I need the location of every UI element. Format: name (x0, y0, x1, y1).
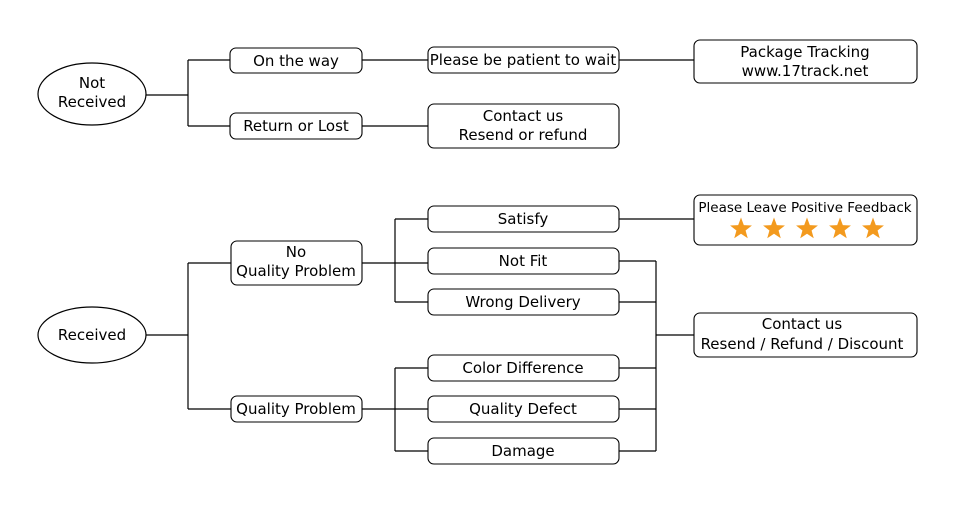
package-tracking-line1: Package Tracking (740, 43, 869, 61)
positive-feedback-node: Please Leave Positive Feedback (693, 194, 918, 246)
contact-resend-refund-node: Contact us Resend or refund (427, 103, 620, 149)
not-received-node: Not Received (37, 62, 147, 126)
patient-label: Please be patient to wait (430, 51, 617, 69)
satisfy-node: Satisfy (427, 205, 620, 233)
contact-line2: Resend or refund (459, 126, 588, 144)
not-fit-node: Not Fit (427, 247, 620, 275)
quality-problem-node: Quality Problem (230, 395, 363, 423)
contact-discount-line1: Contact us (762, 315, 843, 333)
wrong-delivery-label: Wrong Delivery (465, 293, 580, 311)
wrong-delivery-node: Wrong Delivery (427, 288, 620, 316)
satisfy-label: Satisfy (498, 210, 549, 228)
star-icon (829, 217, 851, 239)
no-quality-line2: Quality Problem (236, 262, 356, 280)
no-quality-line1: No (286, 243, 306, 261)
not-received-line2: Received (58, 93, 126, 111)
no-quality-problem-node: No Quality Problem (230, 240, 363, 286)
not-fit-label: Not Fit (499, 252, 548, 270)
feedback-label: Please Leave Positive Feedback (698, 200, 911, 216)
contact-resend-refund-discount-node: Contact us Resend / Refund / Discount (693, 312, 918, 358)
quality-problem-label: Quality Problem (236, 400, 356, 418)
star-icon (862, 217, 884, 239)
quality-defect-node: Quality Defect (427, 395, 620, 423)
on-the-way-node: On the way (229, 47, 363, 74)
package-tracking-line2: www.17track.net (742, 62, 869, 80)
on-the-way-label: On the way (253, 52, 339, 70)
package-tracking-node: Package Tracking www.17track.net (693, 39, 918, 84)
connectors (146, 59, 694, 452)
not-received-line1: Not (79, 74, 105, 92)
contact-line1: Contact us (483, 107, 564, 125)
contact-discount-line2: Resend / Refund / Discount (701, 335, 904, 353)
damage-node: Damage (427, 437, 620, 465)
star-icon (763, 217, 785, 239)
star-icon (730, 217, 752, 239)
color-difference-label: Color Difference (462, 359, 583, 377)
return-or-lost-label: Return or Lost (243, 117, 349, 135)
quality-defect-label: Quality Defect (469, 400, 577, 418)
received-label: Received (58, 326, 126, 344)
color-difference-node: Color Difference (427, 354, 620, 382)
return-or-lost-node: Return or Lost (229, 112, 363, 140)
received-node: Received (37, 306, 147, 364)
star-icon (796, 217, 818, 239)
rating-stars (730, 217, 884, 239)
patient-node: Please be patient to wait (427, 46, 620, 74)
damage-label: Damage (491, 442, 554, 460)
